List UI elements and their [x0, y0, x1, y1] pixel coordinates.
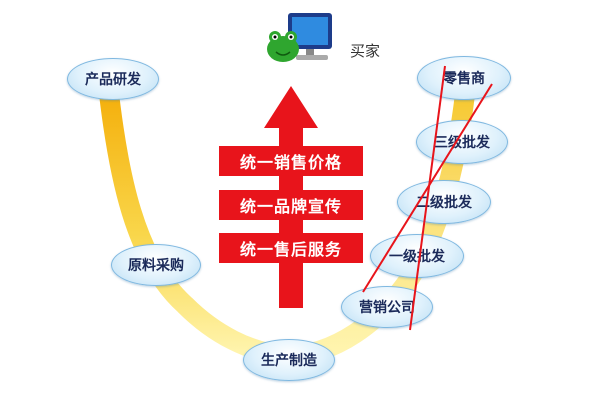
banner-unified-brand: 统一品牌宣传 [219, 190, 363, 220]
node-level2-wholesale: 二级批发 [397, 180, 491, 224]
banner-unified-service: 统一售后服务 [219, 233, 363, 263]
node-product-rd: 产品研发 [67, 58, 159, 100]
node-material-purchase: 原料采购 [111, 244, 201, 286]
node-manufacturing: 生产制造 [243, 339, 335, 381]
frog-computer-icon [267, 13, 332, 62]
node-sales-company: 营销公司 [341, 286, 433, 328]
node-level1-wholesale: 一级批发 [370, 234, 464, 278]
smile-curve-left [98, 75, 295, 366]
node-retailer: 零售商 [417, 56, 511, 100]
banner-unified-price: 统一销售价格 [219, 146, 363, 176]
node-level3-wholesale: 三级批发 [416, 120, 508, 164]
buyer-label: 买家 [350, 42, 381, 60]
